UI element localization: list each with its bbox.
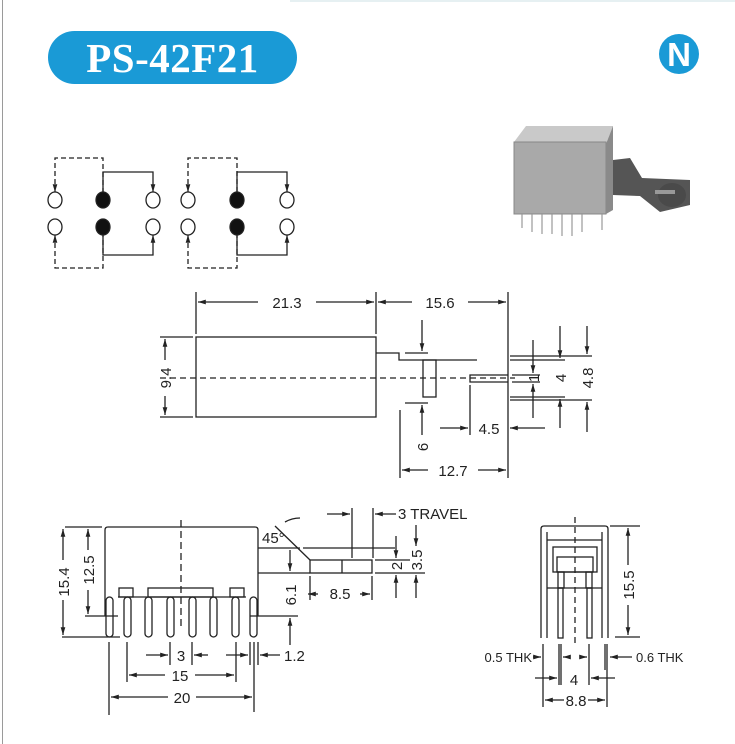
pole-1 xyxy=(47,157,161,269)
svg-text:15.6: 15.6 xyxy=(425,295,454,312)
circuit-schematic xyxy=(47,157,295,269)
svg-text:15.4: 15.4 xyxy=(56,567,73,596)
svg-text:1.2: 1.2 xyxy=(284,648,305,665)
end-view-drawing xyxy=(533,517,640,707)
svg-text:4: 4 xyxy=(570,672,578,689)
svg-text:15: 15 xyxy=(172,668,189,685)
model-title: PS-42F21 xyxy=(86,34,259,81)
svg-text:6: 6 xyxy=(415,443,432,451)
svg-text:3 TRAVEL: 3 TRAVEL xyxy=(398,506,467,523)
svg-text:8.5: 8.5 xyxy=(330,586,351,603)
svg-text:9.4: 9.4 xyxy=(158,368,175,389)
svg-text:6.1: 6.1 xyxy=(283,585,300,606)
svg-text:1: 1 xyxy=(526,374,543,382)
svg-text:45°: 45° xyxy=(262,530,285,547)
brand-logo: N xyxy=(659,34,699,74)
svg-text:21.3: 21.3 xyxy=(272,295,301,312)
svg-text:8.8: 8.8 xyxy=(566,693,587,710)
svg-text:4.8: 4.8 xyxy=(580,368,597,389)
top-view-dimensions: 21.3 15.6 9.4 6 1 4 4.8 4.5 12.7 xyxy=(158,295,597,480)
header-rule xyxy=(290,0,735,2)
svg-text:2: 2 xyxy=(389,562,406,570)
page-border xyxy=(2,0,3,744)
side-view-drawing xyxy=(60,508,425,715)
svg-text:4.5: 4.5 xyxy=(479,421,500,438)
svg-text:12.7: 12.7 xyxy=(438,463,467,480)
top-view-drawing xyxy=(160,292,592,478)
svg-text:12.5: 12.5 xyxy=(81,555,98,584)
svg-text:0.5 THK: 0.5 THK xyxy=(485,650,533,665)
pole-2 xyxy=(180,157,295,269)
svg-text:N: N xyxy=(667,36,691,73)
svg-text:3: 3 xyxy=(177,648,185,665)
model-title-badge: PS-42F21 xyxy=(48,31,297,84)
product-photo xyxy=(513,126,690,236)
end-view-dimensions: 15.5 0.5 THK 0.6 THK 4 8.8 xyxy=(485,570,684,710)
svg-text:3.5: 3.5 xyxy=(409,550,426,571)
svg-text:4: 4 xyxy=(553,374,570,382)
svg-text:20: 20 xyxy=(174,690,191,707)
side-view-dimensions: 15.4 12.5 45° 3 TRAVEL 2 3.5 6.1 8.5 3 1… xyxy=(56,506,467,707)
svg-text:0.6 THK: 0.6 THK xyxy=(636,650,684,665)
svg-text:15.5: 15.5 xyxy=(621,570,638,599)
